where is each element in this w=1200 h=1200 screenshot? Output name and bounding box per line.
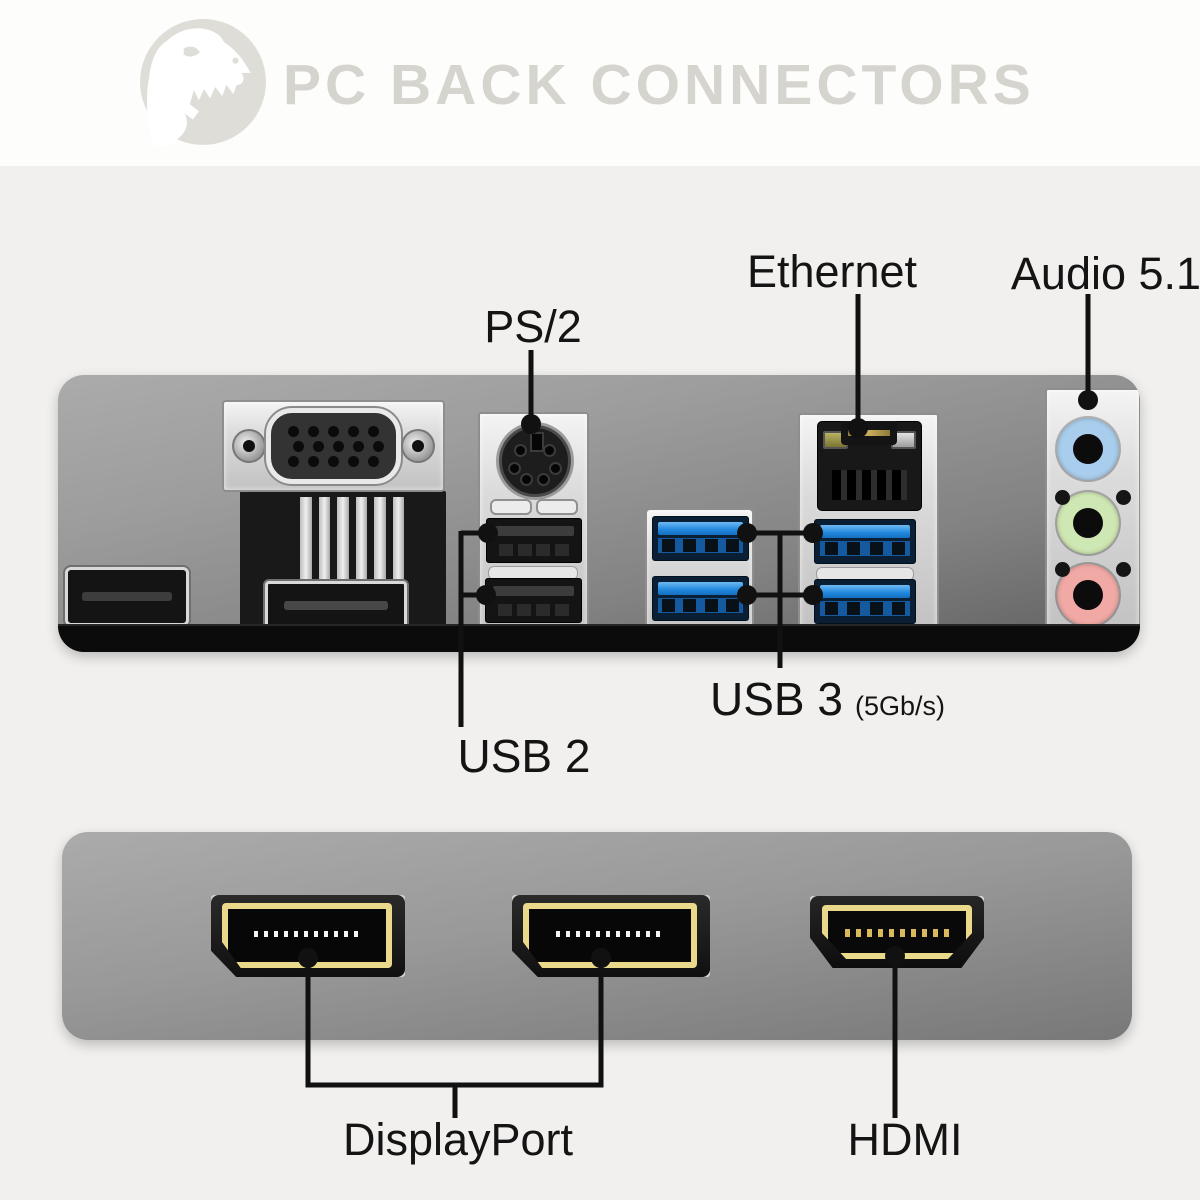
label-usb2: USB 2 xyxy=(457,730,591,782)
hdmi-port-upper-slot xyxy=(82,592,172,602)
label-usb3-group: USB 3 (5Gb/s) xyxy=(710,672,945,726)
ps2-port xyxy=(499,425,571,497)
vga-ribbon-cables xyxy=(300,497,404,589)
label-ps2: PS/2 xyxy=(484,301,582,352)
usb3-port-left-bottom xyxy=(652,576,749,621)
hdmi-port-lower xyxy=(810,896,984,968)
usb3-port-left-top xyxy=(652,516,749,561)
label-hdmi: HDMI xyxy=(847,1114,963,1165)
usb2-port-bottom xyxy=(485,578,582,623)
io-panel-upper xyxy=(58,375,1140,652)
ethernet-usb3-panel xyxy=(798,413,939,630)
audio-jack-line-out xyxy=(1057,492,1119,554)
io-panel-lower xyxy=(62,832,1132,1040)
dinosaur-logo-icon xyxy=(140,19,266,146)
usb2-port-top xyxy=(486,518,582,563)
vent-left xyxy=(490,499,532,515)
vga-screw-left xyxy=(232,429,266,463)
ps2-usb2-panel xyxy=(478,412,589,630)
pcb-edge-upper xyxy=(58,624,1140,652)
page-title: PC BACK CONNECTORS xyxy=(283,53,1035,117)
label-usb3: USB 3 xyxy=(710,673,843,725)
usb3-port-right-top xyxy=(814,519,916,564)
label-audio: Audio 5.1 xyxy=(1010,248,1200,299)
vga-screw-right xyxy=(401,429,436,463)
displayport-port-1 xyxy=(211,895,405,977)
vga-port xyxy=(222,400,445,492)
ethernet-tab xyxy=(840,421,897,445)
audio-panel xyxy=(1045,388,1140,630)
vga-dsub xyxy=(265,408,402,484)
vent-right xyxy=(536,499,578,515)
label-usb3-speed: (5Gb/s) xyxy=(854,691,945,721)
hdmi-port-upper xyxy=(65,567,189,626)
audio-jack-line-in xyxy=(1057,418,1119,480)
usb3-pair-left xyxy=(645,508,754,629)
label-displayport: DisplayPort xyxy=(342,1114,574,1165)
usb3-port-right-bottom xyxy=(814,579,916,624)
displayport-port-2 xyxy=(512,895,710,977)
label-ethernet: Ethernet xyxy=(746,246,918,297)
